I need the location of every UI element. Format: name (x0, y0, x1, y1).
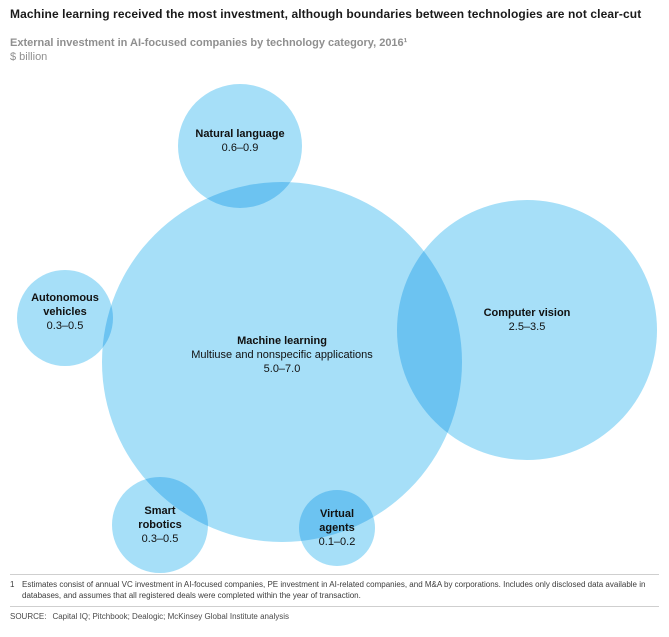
source-text: Capital IQ; Pitchbook; Dealogic; McKinse… (52, 612, 290, 622)
bubble-smart-robotics (112, 477, 208, 573)
bubble-label-virtual-agents: Virtual agents 0.1–0.2 (311, 507, 363, 549)
footnote-marker: 1 (10, 580, 15, 589)
bubble-value: 2.5–3.5 (508, 321, 546, 333)
bubble-name: Natural language (195, 127, 285, 140)
bubble-value: 0.3–0.5 (141, 533, 179, 546)
bubble-name: Machine learning (237, 334, 327, 347)
source-divider (10, 606, 659, 608)
bubble-value: 0.6–0.9 (221, 142, 259, 154)
bubble-name: Virtual agents (319, 507, 355, 534)
bubble-name: Computer vision (483, 306, 571, 319)
bubble-name: Smart robotics (138, 504, 182, 531)
footnote-divider (10, 574, 659, 575)
bubble-natural-language (178, 84, 302, 208)
bubble-sublabel: Multiuse and nonspecific applications (191, 348, 373, 361)
bubble-virtual-agents (299, 490, 375, 566)
bubble-label-computer-vision: Computer vision 2.5–3.5 (447, 306, 607, 334)
source-label: SOURCE: (10, 612, 47, 622)
bubble-autonomous-vehicles (17, 270, 113, 366)
page-title: Machine learning received the most inves… (10, 7, 642, 21)
bubble-value: 0.3–0.5 (46, 320, 84, 333)
footnote-text: Estimates consist of annual VC investmen… (22, 580, 646, 601)
bubble-chart: Machine learning Multiuse and nonspecifi… (0, 70, 669, 575)
exhibit-header: Machine learning received the most inves… (10, 7, 659, 63)
bubble-label-autonomous-vehicles: Autonomous vehicles 0.3–0.5 (22, 291, 108, 333)
bubble-label-natural-language: Natural language 0.6–0.9 (175, 127, 305, 155)
source-line: SOURCE: Capital IQ; Pitchbook; Dealogic; … (10, 607, 659, 621)
bubble-computer-vision (397, 200, 657, 460)
footnote: 1 Estimates consist of annual VC investm… (10, 575, 659, 606)
bubble-value: 0.1–0.2 (318, 536, 356, 549)
bubble-label-smart-robotics: Smart robotics 0.3–0.5 (130, 504, 190, 546)
chart-unit-label: $ billion (10, 51, 48, 63)
exhibit-footer: 1 Estimates consist of annual VC investm… (10, 574, 659, 621)
bubble-value: 5.0–7.0 (263, 363, 301, 376)
chart-subtitle: External investment in AI-focused compan… (10, 37, 408, 49)
bubble-name: Autonomous vehicles (31, 291, 99, 318)
bubble-label-machine-learning: Machine learning Multiuse and nonspecifi… (152, 334, 412, 376)
